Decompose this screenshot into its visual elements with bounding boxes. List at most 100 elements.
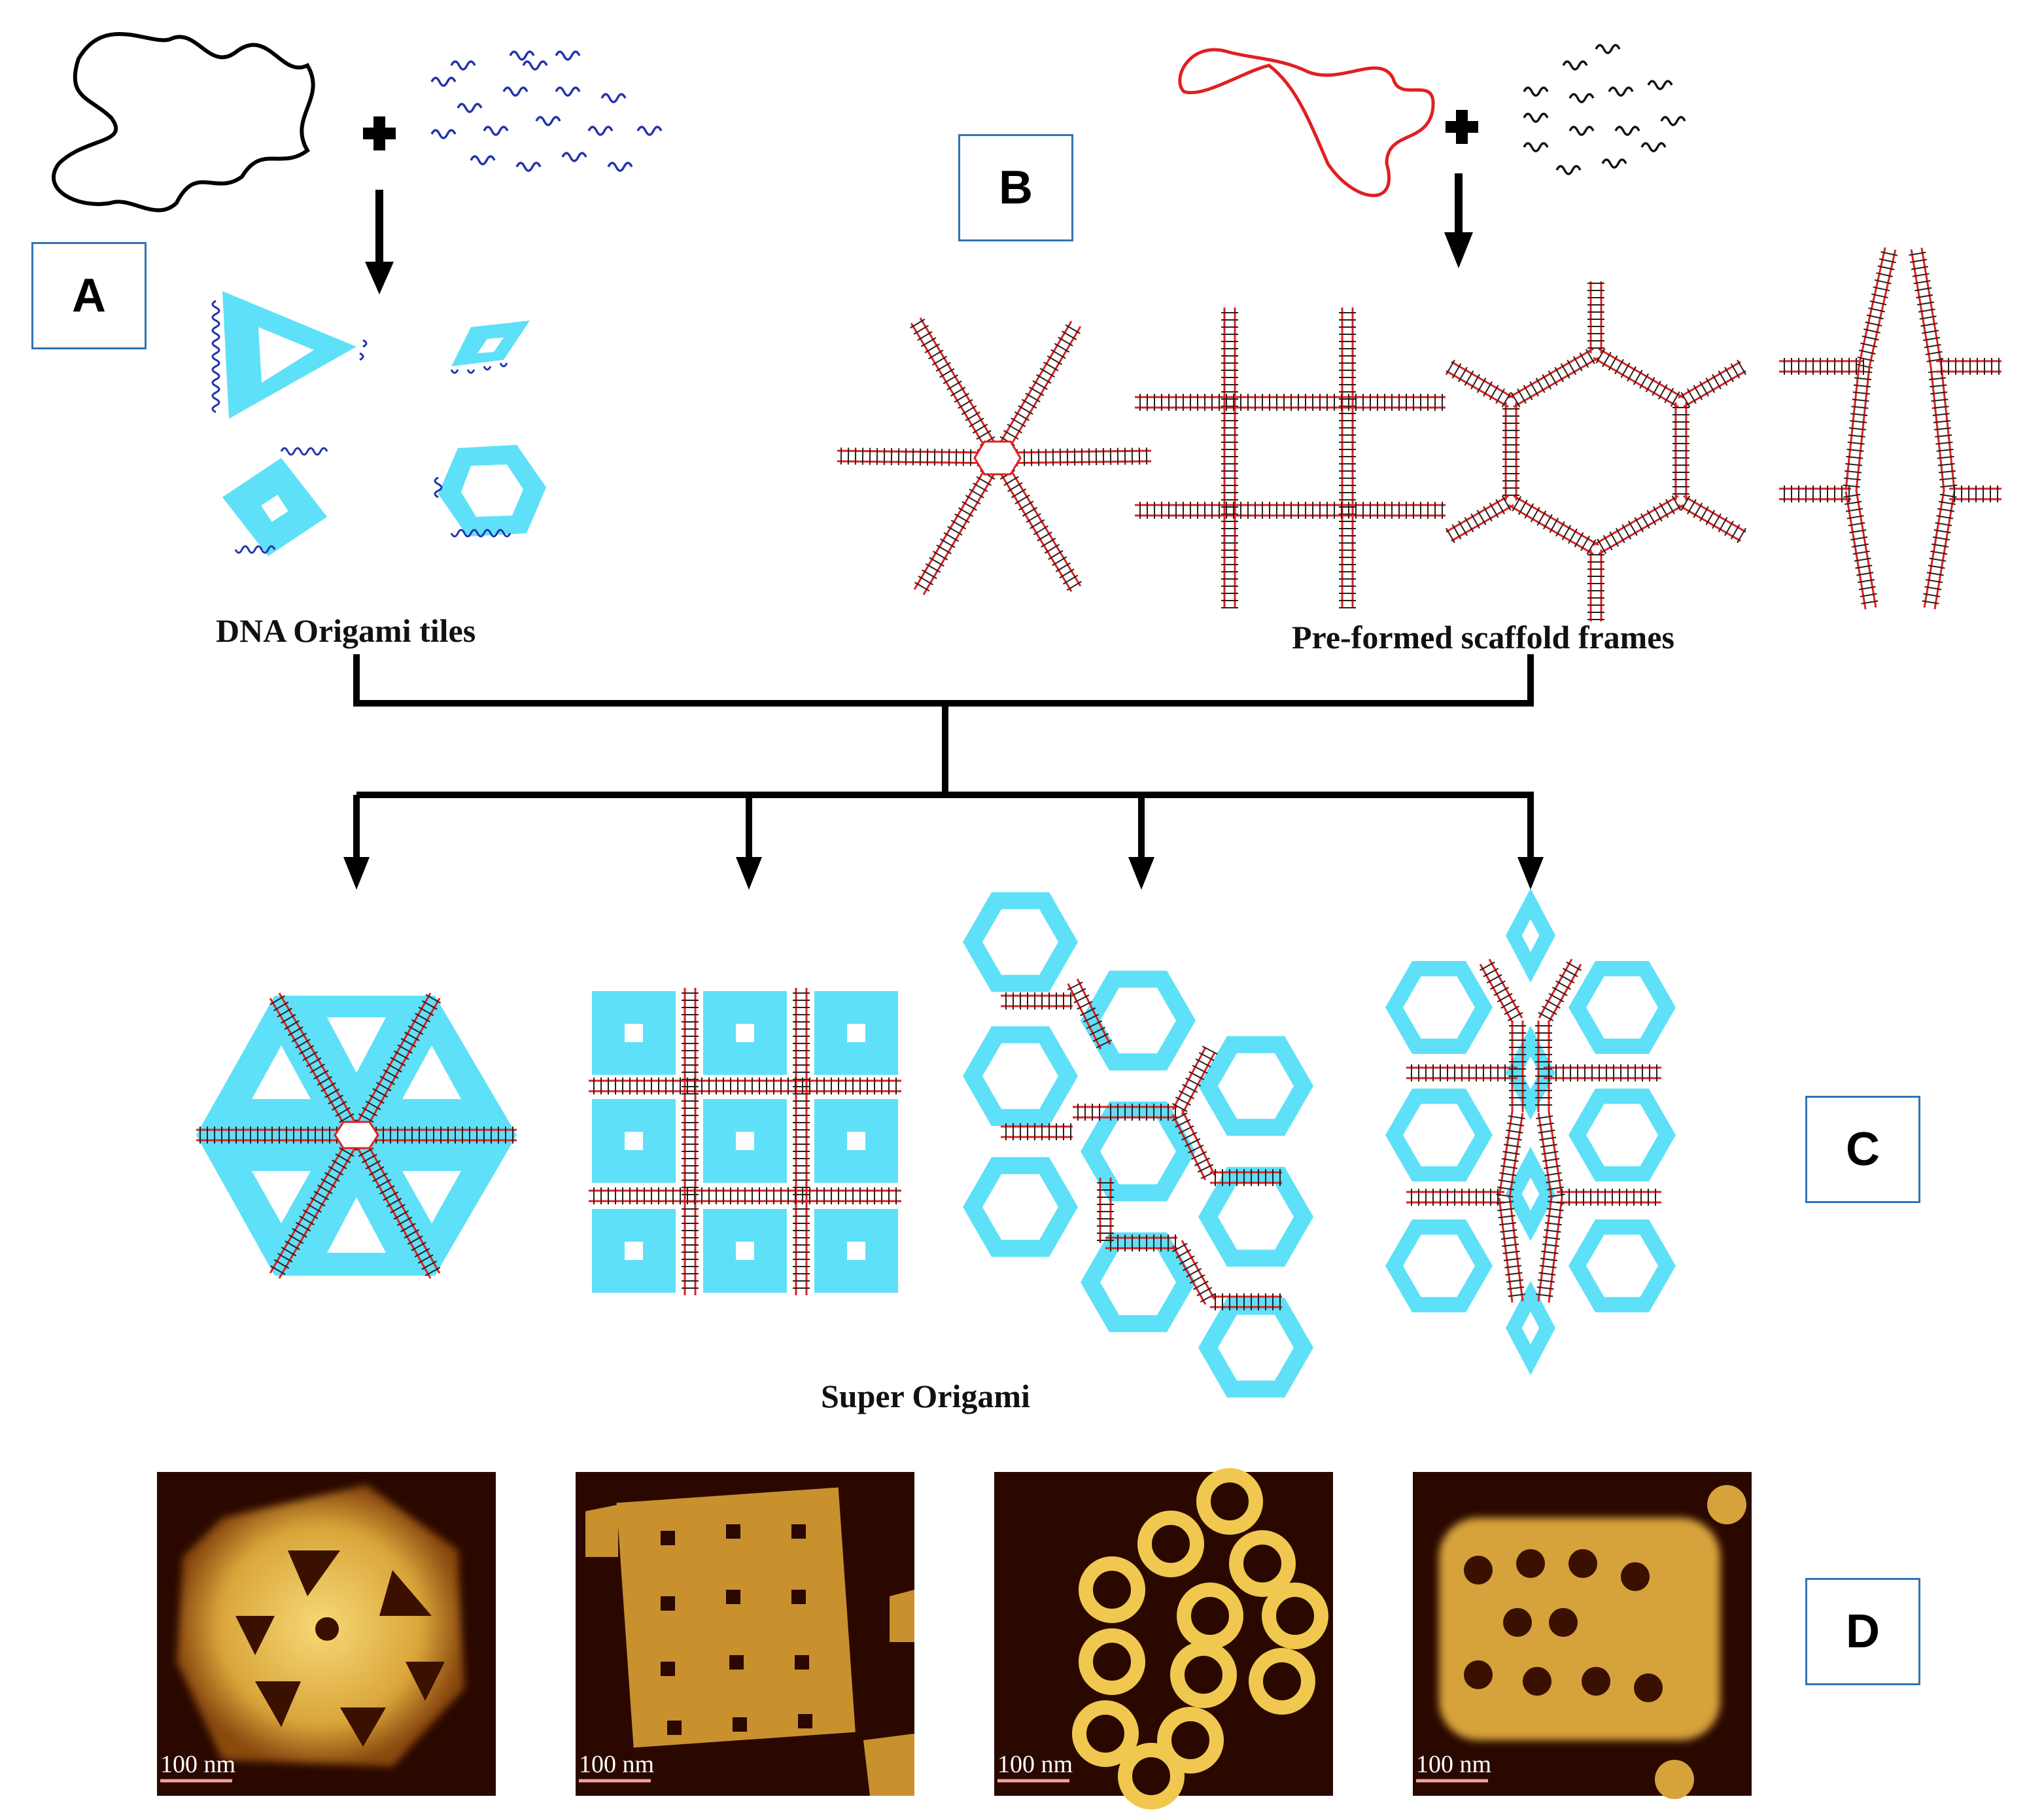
scaffold-ladder-arm <box>1678 359 1746 408</box>
afm-hole <box>1523 1667 1551 1696</box>
afm-hole <box>1634 1673 1663 1702</box>
afm-hole <box>1621 1562 1650 1591</box>
scaffold-ladder-arm <box>351 1132 441 1279</box>
scaffold-ladder-arm <box>1536 1196 1565 1303</box>
scaffold-frames <box>837 247 2001 621</box>
hexagon-tile <box>963 892 1078 992</box>
hexagon-tile <box>963 1157 1078 1257</box>
afm-hole <box>1582 1667 1610 1696</box>
scaffold-ladder-arm <box>1928 366 1958 491</box>
square-tile <box>814 1099 898 1183</box>
square-tile <box>703 1099 787 1183</box>
panel-label-b: B <box>958 134 1073 241</box>
scale-label-1: 100 nm <box>160 1751 236 1778</box>
hexagon-tile <box>1568 1219 1676 1312</box>
hexagon-tile <box>1198 1036 1313 1136</box>
caption-super: Super Origami <box>821 1378 1030 1414</box>
scaffold-ladder-arm <box>1446 495 1514 544</box>
scaffold-ladder-arm <box>1538 958 1582 1024</box>
scaffold-ladder-arm <box>682 988 699 1295</box>
square-tile <box>222 447 328 556</box>
afm-hole <box>726 1590 740 1604</box>
scaffold-ladder-arm <box>1496 1111 1525 1199</box>
scaffold-ladder-arm <box>269 992 362 1138</box>
grid-scaffold-overlay <box>589 988 901 1295</box>
square-tile <box>592 1209 676 1293</box>
afm-image-4 <box>1413 1472 1752 1799</box>
afm-hole <box>661 1596 675 1611</box>
scaffold-ladder-arm <box>1210 1293 1282 1310</box>
scaffold-ladder-arm <box>837 447 998 466</box>
scaffold-ladder-arm <box>1406 1064 1517 1081</box>
afm-hole <box>667 1721 682 1735</box>
scaffold-ladder-arm <box>589 1077 901 1094</box>
afm-hole <box>1464 1556 1493 1584</box>
honeycomb-scaffold-overlay <box>1001 978 1282 1310</box>
afm-hole <box>798 1714 812 1728</box>
hexagon-tile <box>434 445 546 538</box>
caption-tiles: DNA Origami tiles <box>216 612 476 649</box>
scale-label-3: 100 nm <box>997 1751 1073 1778</box>
triangle-tile <box>211 291 368 419</box>
hexagon-tile <box>1568 1089 1676 1181</box>
scaffold-ladder-arm <box>1856 247 1898 369</box>
panel-label-c: C <box>1805 1096 1920 1203</box>
scaffold-ladder-arm <box>793 988 810 1295</box>
scaffold-ladder-arm <box>1672 402 1689 500</box>
afm-image-3 <box>994 1468 1333 1810</box>
hexagon-tile <box>1385 1089 1493 1181</box>
arrow-heads <box>343 857 1544 890</box>
scaffold-ladder-arm <box>1843 366 1873 491</box>
scaffold-ladder-arm <box>1210 1169 1282 1186</box>
square-tile <box>703 991 787 1075</box>
plus-icon <box>1446 110 1478 144</box>
scaffold-ladder-arm <box>1001 992 1073 1009</box>
scaffold-ladder-arm <box>1067 978 1112 1050</box>
afm-hole <box>791 1590 806 1604</box>
afm-hole <box>1549 1608 1578 1637</box>
scaffold-ladder-arm <box>997 447 1152 466</box>
arrow-down-icon <box>365 190 394 294</box>
scaffold-ladder-arm <box>1171 1240 1216 1305</box>
scaffold-ladder-arm <box>1779 485 1851 502</box>
star-scaffold-overlay <box>196 992 517 1279</box>
afm-ring <box>1079 1628 1145 1695</box>
scaffold-ladder-arm <box>992 321 1082 461</box>
rhombus-tile <box>450 321 530 374</box>
afm-ring <box>1157 1707 1224 1774</box>
plus-icon <box>363 116 396 150</box>
scaffold-ladder-arm <box>1593 347 1684 408</box>
afm-image-2 <box>576 1472 914 1796</box>
arrow-down-icon <box>1444 173 1473 268</box>
panel-label-a: A <box>31 242 147 349</box>
square-tile <box>814 1209 898 1293</box>
hexagon-tile <box>1198 1297 1313 1398</box>
scaffold-ladder-arm <box>1557 1189 1661 1206</box>
scaffold-ladder-arm <box>1097 1178 1114 1243</box>
square-tile <box>814 991 898 1075</box>
hexagon-tile <box>1081 970 1196 1071</box>
afm-ring <box>1229 1530 1296 1597</box>
afm-hole <box>729 1655 744 1670</box>
scaffold-ladder-arm <box>1587 281 1604 353</box>
scaffold-ladder-arm <box>1135 502 1446 519</box>
rhombus-tile <box>1506 1281 1555 1375</box>
scaffold-ladder-arm <box>1536 1111 1565 1199</box>
super-origami-triangles <box>196 996 517 1276</box>
super-origami-hexagons <box>963 892 1313 1398</box>
square-tile <box>592 991 676 1075</box>
hexagon-tile <box>1385 1219 1493 1312</box>
staple-strands-blue <box>430 50 663 172</box>
scaffold-ladder-arm <box>1446 359 1514 408</box>
scaffold-ladder-arm <box>1678 495 1746 544</box>
afm-ring <box>1072 1700 1139 1767</box>
afm-hole <box>733 1717 747 1732</box>
scaffold-strand-black <box>52 32 315 213</box>
rhombus-tile <box>1506 1026 1555 1120</box>
scaffold-ladder-arm <box>1949 485 2001 502</box>
scaffold-ladder-arm <box>1936 358 2001 375</box>
square-tile <box>703 1209 787 1293</box>
scaffold-ladder-arm <box>1221 307 1238 608</box>
scaffold-strand-red <box>1178 48 1435 198</box>
hexagon-tile <box>963 1026 1078 1127</box>
